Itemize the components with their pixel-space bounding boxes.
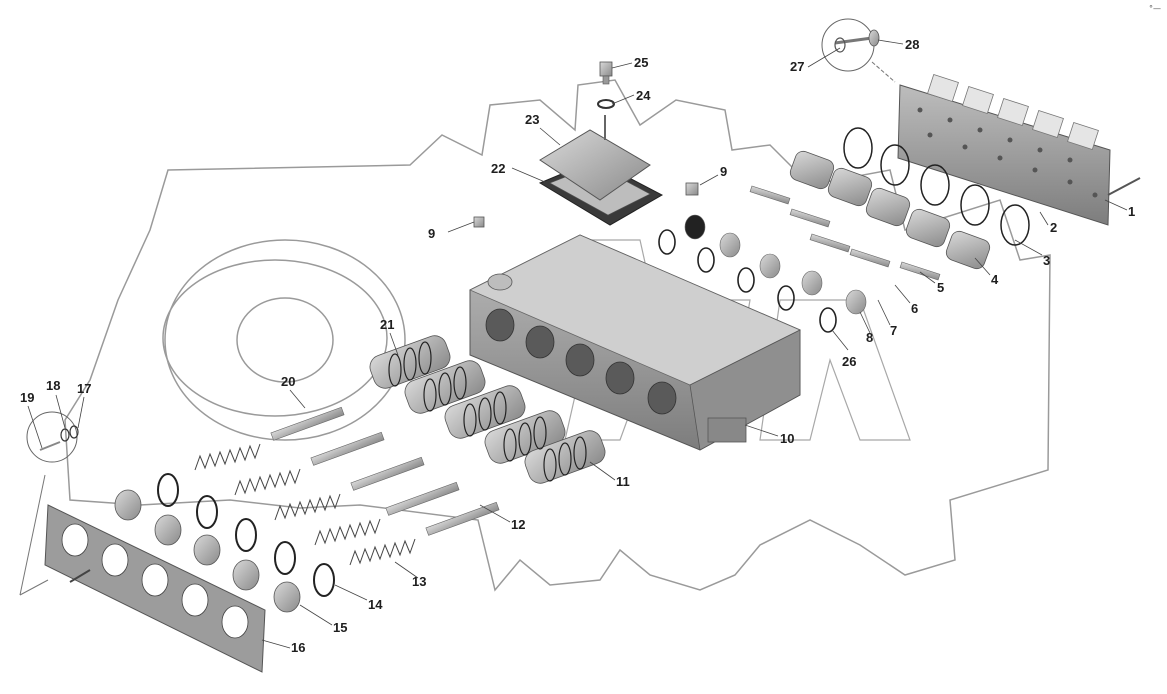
label-9-left: 9 <box>428 226 435 241</box>
label-13: 13 <box>412 574 426 589</box>
part-16-gasket-plate <box>44 504 266 673</box>
label-7: 7 <box>890 323 897 338</box>
part-13-springs <box>194 443 416 566</box>
label-9-top: 9 <box>720 164 727 179</box>
label-23: 23 <box>525 112 539 127</box>
label-2: 2 <box>1050 220 1057 235</box>
label-26: 26 <box>842 354 856 369</box>
part-27-28-bolt-detail <box>821 18 896 83</box>
label-28: 28 <box>905 37 919 52</box>
label-24: 24 <box>636 88 651 103</box>
leader-lines <box>27 39 1128 649</box>
part-10-valve-body <box>469 234 801 451</box>
part-5-6-7-8-small-parts <box>684 185 941 315</box>
label-15: 15 <box>333 620 347 635</box>
part-1-solenoid-plate <box>897 73 1141 226</box>
part-24-25-bolt-washer <box>597 61 615 109</box>
label-6: 6 <box>911 301 918 316</box>
part-3-4-sleeves-right <box>789 127 1030 270</box>
label-19: 19 <box>20 390 34 405</box>
label-8: 8 <box>866 330 873 345</box>
label-14: 14 <box>368 597 383 612</box>
label-21: 21 <box>380 317 394 332</box>
label-1: 1 <box>1128 204 1135 219</box>
part-22-23-cover-gasket <box>538 115 664 226</box>
label-18: 18 <box>46 378 60 393</box>
label-3: 3 <box>1043 253 1050 268</box>
part-26-o-rings <box>658 229 837 333</box>
label-22: 22 <box>491 161 505 176</box>
label-10: 10 <box>780 431 794 446</box>
label-27: 27 <box>790 59 804 74</box>
watermark-gear <box>64 79 1051 592</box>
label-12: 12 <box>511 517 525 532</box>
part-17-19-detail <box>19 411 79 596</box>
corner-mark: °— <box>1149 4 1161 13</box>
label-11: 11 <box>616 474 630 489</box>
label-25: 25 <box>634 55 648 70</box>
part-20-12-spools <box>270 406 500 536</box>
part-14-15-caps-rings <box>114 473 335 613</box>
part-21-11-sleeves-springs <box>369 335 606 484</box>
label-5: 5 <box>937 280 944 295</box>
label-4: 4 <box>991 272 999 287</box>
label-16: 16 <box>291 640 305 655</box>
label-20: 20 <box>281 374 295 389</box>
callout-labels: 1 2 3 4 5 6 7 8 9 9 10 11 12 13 14 15 16… <box>20 37 1135 655</box>
label-17: 17 <box>77 381 91 396</box>
